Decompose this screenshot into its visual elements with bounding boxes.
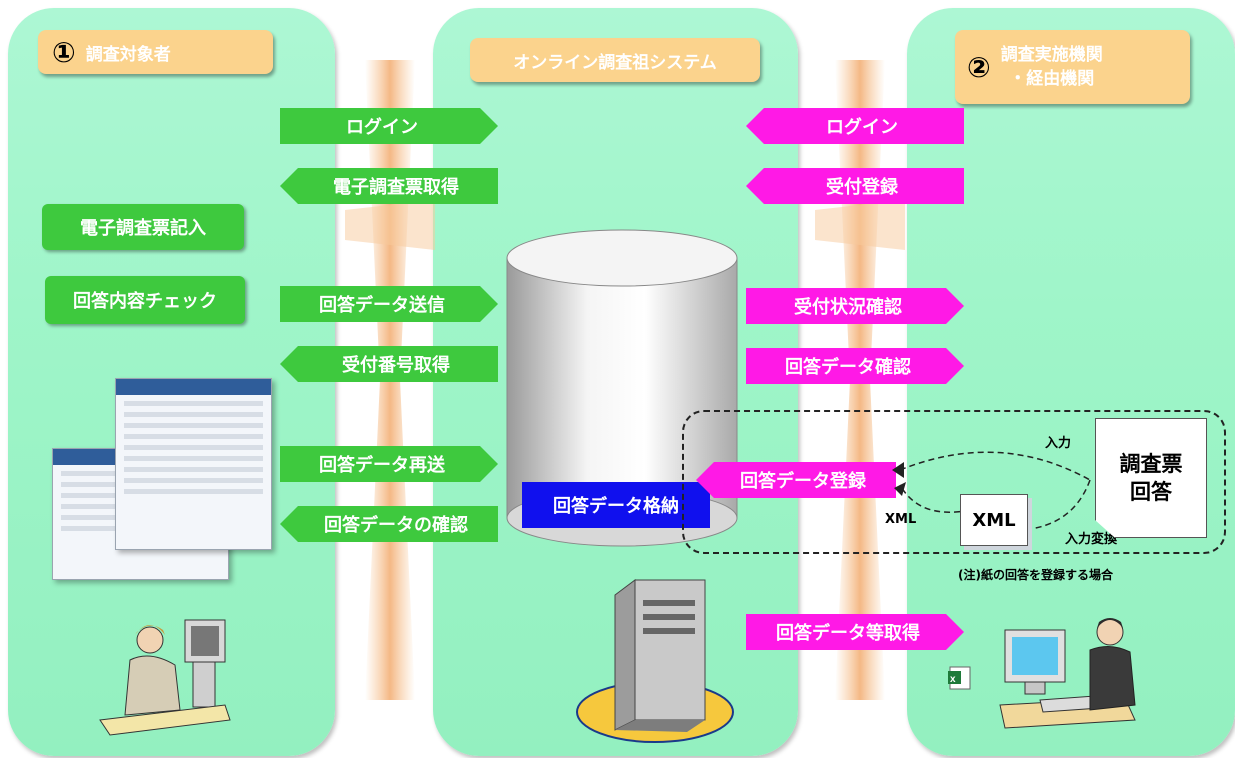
status-arrow: 受付状況確認 [746,288,964,324]
excel-icon: x [948,666,971,690]
agency-label-line2: ・経由機関 [1009,69,1095,89]
circled-number-2: ② [967,50,991,84]
data-register-arrow: 回答データ登録 [696,462,896,498]
data-store-box: 回答データ格納 [522,482,710,528]
send-data-arrow: 回答データ送信 [280,286,498,322]
data-get-arrow: 回答データ等取得 [746,614,964,650]
form-screenshot-front [115,378,272,550]
respondent-label-text: 調査対象者 [85,44,171,65]
paper-doc-line1: 調査票 [1119,452,1183,476]
respondent-label: ① 調査対象者 [38,30,273,74]
paper-doc-line2: 回答 [1130,480,1172,504]
paper-form-document-icon: 調査票 回答 [1095,418,1207,538]
circled-number-1: ① [52,35,76,69]
respondent-person-illustration [99,619,231,736]
agency-person-illustration [999,618,1136,729]
convert-label: 入力変換 [1065,532,1118,547]
input-label: 入力 [1045,436,1072,451]
fill-form-box: 電子調査票記入 [42,204,244,250]
login-arrow-left: ログイン [280,108,498,144]
paper-flow-dashed-loop [892,451,1091,532]
svg-text:x: x [950,674,956,685]
server-icon [576,579,734,743]
check-box: 回答内容チェック [45,276,245,324]
register-arrow: 受付登録 [746,168,964,204]
agency-label-line1: 調査実施機関 [1000,45,1103,65]
data-confirm-arrow: 回答データ確認 [746,348,964,384]
agency-label: ② 調査実施機関 ・経由機関 [955,30,1190,104]
confirm-arrow: 回答データの確認 [280,506,498,542]
get-receipt-arrow: 受付番号取得 [280,346,498,382]
paper-registration-region [682,410,1226,554]
get-form-arrow: 電子調査票取得 [280,168,498,204]
system-label: オンライン調査祖システム [470,38,760,82]
xml-document-icon: XML [960,494,1028,546]
xml-arrow-label: XML [885,512,917,527]
system-label-text: オンライン調査祖システム [513,52,717,73]
resend-arrow: 回答データ再送 [280,446,498,482]
paper-registration-note: (注)紙の回答を登録する場合 [958,568,1113,582]
login-arrow-right: ログイン [746,108,964,144]
